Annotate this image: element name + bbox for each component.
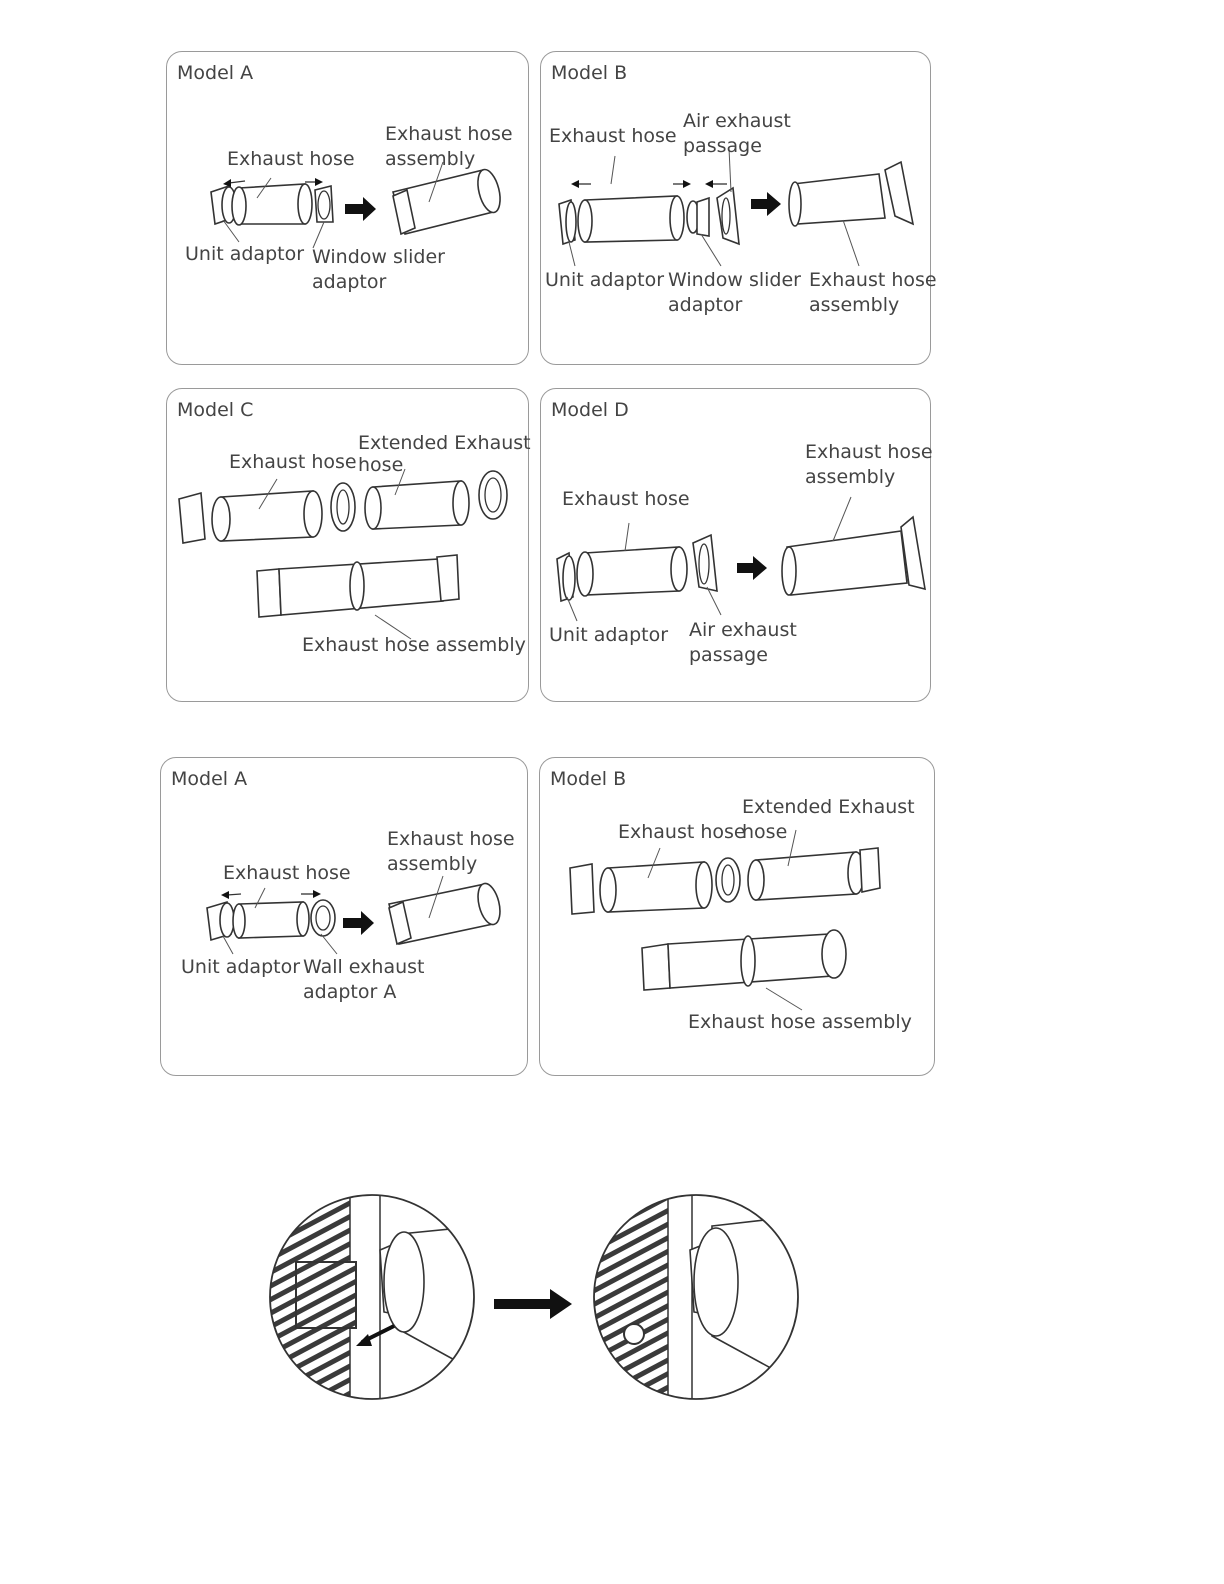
label-wall-exhaust-adaptor-2: adaptor A: [303, 980, 396, 1005]
label-exhaust-hose-assembly: Exhaust hose: [809, 268, 937, 293]
label-extended-exhaust-hose: Extended Exhaust: [742, 795, 915, 820]
label-exhaust-hose: Exhaust hose: [549, 124, 677, 149]
label-unit-adaptor: Unit adaptor: [181, 955, 300, 980]
label-exhaust-hose-assembly: Exhaust hose: [805, 440, 933, 465]
label-wall-exhaust-adaptor: Wall exhaust: [303, 955, 425, 980]
label-exhaust-hose-assembly-2: assembly: [805, 465, 895, 490]
after-detail-circle: [590, 1190, 800, 1410]
arrow-icon: [494, 1289, 572, 1319]
label-air-exhaust-passage-2: passage: [689, 643, 768, 668]
label-exhaust-hose-assembly-2: assembly: [387, 852, 477, 877]
label-exhaust-hose-assembly: Exhaust hose: [385, 122, 513, 147]
label-air-exhaust-passage-2: passage: [683, 134, 762, 159]
label-exhaust-hose-assembly: Exhaust hose: [387, 827, 515, 852]
label-extended-exhaust-hose-2: hose: [358, 453, 403, 478]
label-exhaust-hose: Exhaust hose: [229, 450, 357, 475]
panel-model-a-wall: Model A Exhaust hose Exhaust hose assemb…: [160, 757, 528, 1076]
label-exhaust-hose-assembly: Exhaust hose assembly: [688, 1010, 912, 1035]
label-air-exhaust-passage: Air exhaust: [683, 109, 791, 134]
label-exhaust-hose-assembly-2: assembly: [809, 293, 899, 318]
label-extended-exhaust-hose-2: hose: [742, 820, 787, 845]
label-unit-adaptor: Unit adaptor: [185, 242, 304, 267]
label-window-slider-adaptor-2: adaptor: [312, 270, 386, 295]
label-window-slider-adaptor: Window slider: [668, 268, 801, 293]
label-unit-adaptor: Unit adaptor: [545, 268, 664, 293]
panel-model-b-wall: Model B Exhaust hose Extended Exhaust ho…: [539, 757, 935, 1076]
label-unit-adaptor: Unit adaptor: [549, 623, 668, 648]
label-window-slider-adaptor-2: adaptor: [668, 293, 742, 318]
label-exhaust-hose: Exhaust hose: [562, 487, 690, 512]
panel-model-b-top: Model B Exhaust hose Air exhaust passage…: [540, 51, 931, 365]
label-exhaust-hose-assembly-2: assembly: [385, 147, 475, 172]
label-window-slider-adaptor: Window slider: [312, 245, 445, 270]
panel-model-d: Model D Exhaust hose assembly Exhaust ho…: [540, 388, 931, 702]
label-air-exhaust-passage: Air exhaust: [689, 618, 797, 643]
label-exhaust-hose-assembly: Exhaust hose assembly: [302, 633, 526, 658]
model-b-hose-illustration: [541, 52, 932, 366]
panel-model-a-top: Model A Exhaust hose Exhaust hose assemb…: [166, 51, 529, 365]
panel-model-c: Model C Exhaust hose Extended Exhaust ho…: [166, 388, 529, 702]
label-exhaust-hose: Exhaust hose: [223, 861, 351, 886]
model-a-hose-illustration: [167, 52, 530, 366]
model-a-wall-illustration: [161, 758, 529, 1077]
before-detail-circle: [260, 1190, 480, 1410]
label-exhaust-hose: Exhaust hose: [227, 147, 355, 172]
label-exhaust-hose: Exhaust hose: [618, 820, 746, 845]
